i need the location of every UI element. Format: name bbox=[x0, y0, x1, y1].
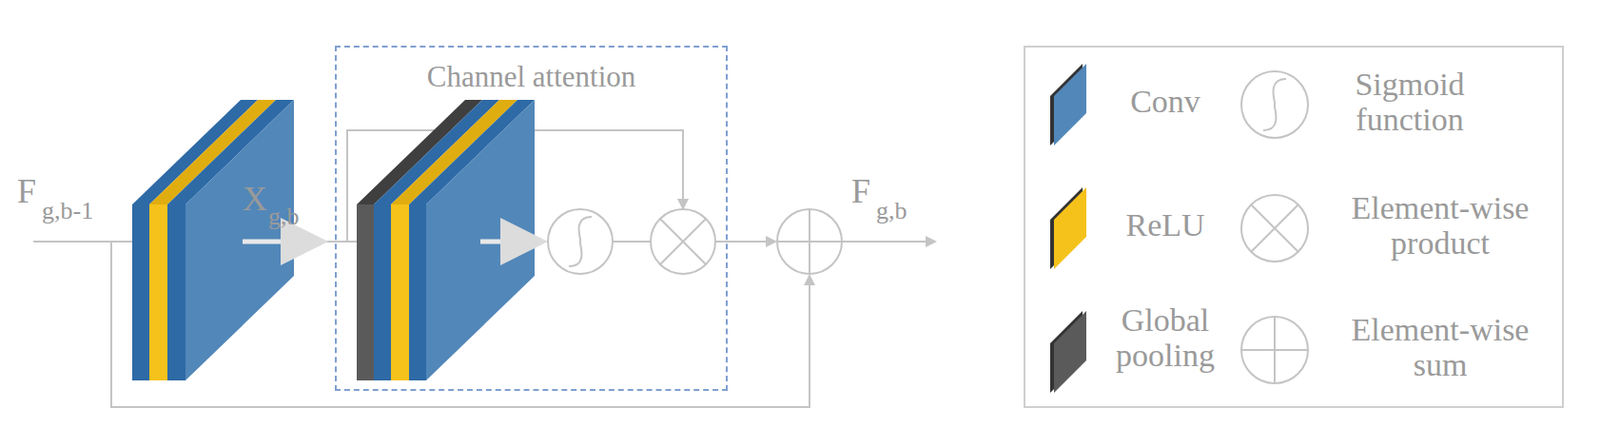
legend-swatch-frame bbox=[1048, 183, 1091, 272]
legend-text: Element-wise product bbox=[1322, 190, 1559, 262]
legend-swatch bbox=[1053, 63, 1087, 146]
legend-swatch bbox=[1053, 311, 1087, 393]
region-title: Channel attention bbox=[336, 47, 726, 94]
legend-swatch-frame bbox=[1048, 59, 1091, 148]
subscript-label: g,b-1 bbox=[41, 197, 94, 226]
symbol-label: X bbox=[242, 180, 268, 219]
symbol-label: F bbox=[851, 173, 871, 212]
legend-swatch bbox=[1053, 187, 1087, 270]
legend-text: Element-wise sum bbox=[1322, 312, 1559, 384]
legend-text: ReLU bbox=[1103, 207, 1228, 243]
attention-region: Channel attention bbox=[334, 45, 728, 391]
legend-text: Conv bbox=[1103, 83, 1228, 119]
symbol-label: F bbox=[17, 173, 37, 212]
subscript-label: g,b bbox=[876, 197, 908, 226]
subscript-label: g,b bbox=[268, 203, 300, 232]
legend-swatch-frame bbox=[1048, 307, 1091, 395]
legend-text: Sigmoid function bbox=[1324, 66, 1496, 138]
legend-text: Global pooling bbox=[1093, 302, 1237, 374]
